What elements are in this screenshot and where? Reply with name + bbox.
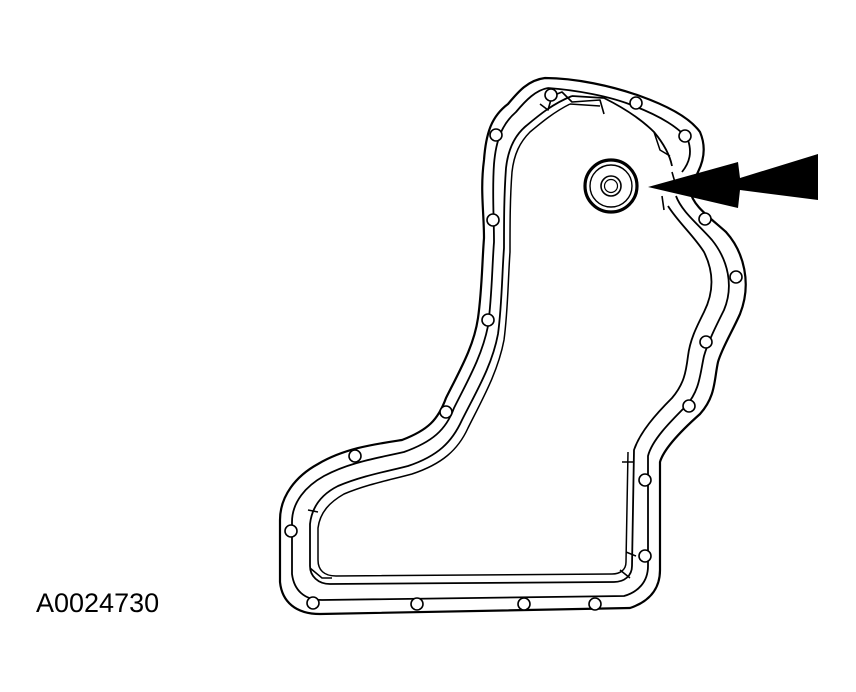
bolt-hole (682, 399, 696, 413)
bolt-hole (638, 473, 652, 487)
bolt-hole (698, 212, 712, 226)
pan-flange-inner (291, 87, 730, 601)
bolt-hole (348, 449, 362, 463)
pan-wall-outer (309, 95, 713, 585)
bolt-hole (486, 213, 500, 227)
bolt-hole (544, 88, 558, 102)
bolt-hole (410, 597, 424, 611)
bolt-hole (284, 524, 298, 538)
bolt-hole (517, 597, 531, 611)
bolt-hole (638, 549, 652, 563)
pan-corner-detail (307, 131, 671, 579)
bolt-hole (588, 597, 602, 611)
bolt-holes (284, 88, 743, 611)
bolt-hole (699, 335, 713, 349)
bolt-hole (481, 313, 495, 327)
bolt-hole (729, 270, 743, 284)
pan-notch (539, 91, 605, 115)
bolt-hole (439, 405, 453, 419)
bolt-hole (629, 96, 643, 110)
drain-plug-icon (583, 158, 639, 214)
bolt-hole (489, 128, 503, 142)
pan-flange-outer (278, 76, 747, 616)
figure-id-label: A0024730 (36, 588, 160, 618)
bolt-hole (678, 129, 692, 143)
pan-wall-inner (317, 103, 629, 577)
bolt-hole (306, 596, 320, 610)
arrow-icon (648, 154, 818, 208)
